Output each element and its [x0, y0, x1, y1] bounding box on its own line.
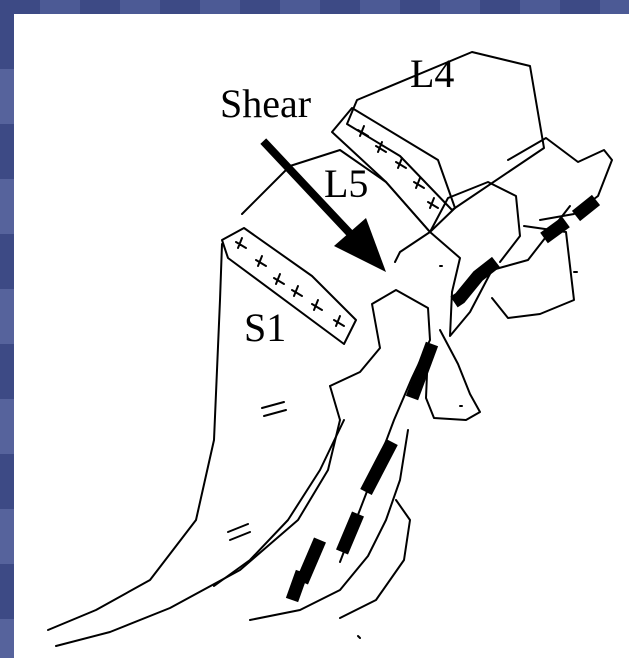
sacrum-inner-contour [214, 420, 344, 586]
label-s1: S1 [244, 308, 286, 348]
spine-diagram [14, 14, 629, 658]
slide-frame-left [0, 14, 14, 658]
sacral-marks [228, 402, 286, 540]
diagram-panel: L4 Shear L5 S1 [14, 14, 629, 658]
label-l5: L5 [324, 164, 368, 204]
lamina [426, 182, 520, 420]
label-l4: L4 [410, 54, 454, 94]
sacrum-anterior-contour [56, 386, 340, 646]
s1-sacrum-body [48, 244, 430, 630]
label-shear: Shear [220, 84, 311, 124]
slide-frame-top [0, 0, 629, 14]
dashed-line [292, 200, 596, 600]
